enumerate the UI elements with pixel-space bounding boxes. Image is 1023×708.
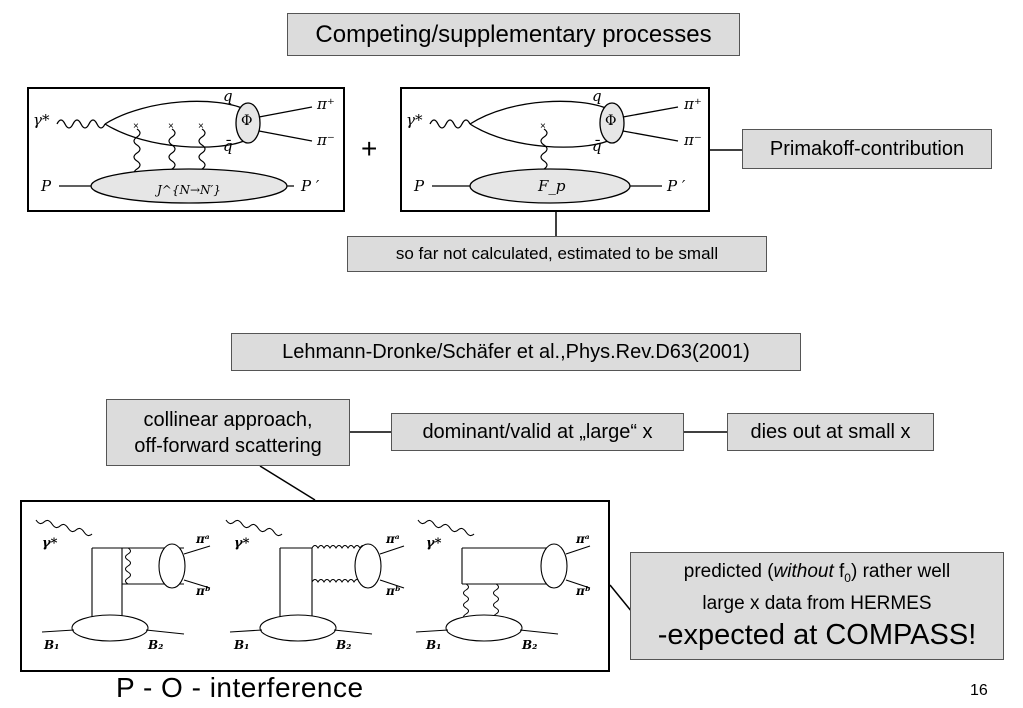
quark-label: q	[592, 87, 602, 105]
svg-text:×: ×	[168, 121, 174, 132]
blob-label: F_p	[538, 177, 566, 195]
primakoff-label-box: Primakoff-contribution	[742, 129, 992, 169]
dies-out-label: dies out at small x	[750, 420, 911, 443]
collinear-label-line1: collinear approach,	[143, 408, 313, 431]
reference-label: Lehmann-Dronke/Schäfer et al.,Phys.Rev.D…	[282, 340, 750, 363]
pi-b-label-c: πᵇ	[576, 584, 591, 598]
predicted-line2: large x data from HERMES	[702, 592, 932, 614]
pi-plus-label: π⁺	[317, 95, 335, 113]
proton-in-label: P	[414, 177, 425, 195]
footer-title: P - O - interference	[116, 672, 364, 703]
gamma-label-b: γ*	[234, 536, 250, 551]
pi-plus-label: π⁺	[684, 95, 702, 113]
b2-label-b: B₂	[336, 638, 352, 652]
proton-out-label: P ′	[667, 177, 686, 195]
page-number: 16	[970, 682, 988, 699]
subdiagram-a	[35, 519, 211, 642]
feynman-diagram-3-svg	[35, 519, 591, 642]
b2-label-c: B₂	[522, 638, 538, 652]
proton-in-label: P	[41, 177, 52, 195]
dies-out-box: dies out at small x	[727, 413, 934, 451]
subdiagram-c	[415, 519, 591, 642]
pi-a-label-b: πᵃ	[386, 532, 400, 546]
reference-box: Lehmann-Dronke/Schäfer et al.,Phys.Rev.D…	[231, 333, 801, 371]
not-calculated-label: so far not calculated, estimated to be s…	[395, 244, 719, 263]
svg-text:×: ×	[133, 121, 139, 132]
pi-b-label-a: πᵇ	[196, 584, 211, 598]
subdiagram-b	[225, 519, 405, 642]
predicted-line3: -expected at COMPASS!	[657, 618, 977, 651]
not-calculated-box: so far not calculated, estimated to be s…	[347, 236, 767, 272]
predicted-line1: predicted (without f0) rather well	[683, 561, 951, 585]
predicted-box: predicted (without f0) rather well large…	[630, 552, 1004, 660]
feynman-diagram-2-svg: ×	[429, 100, 679, 204]
pi-minus-label: π⁻	[317, 131, 335, 149]
blob-label: J^{N→N′}	[157, 183, 221, 197]
gamma-label-a: γ*	[42, 536, 58, 551]
slide-title: Competing/supplementary processes	[287, 13, 740, 56]
phi-label: Φ	[605, 113, 617, 129]
gamma-label: γ*	[33, 111, 50, 129]
antiquark-label: q̄	[223, 137, 233, 155]
gamma-label: γ*	[406, 111, 423, 129]
b1-label-c: B₁	[426, 638, 442, 652]
svg-text:×: ×	[540, 121, 546, 132]
feynman-diagram-1-svg: × × ×	[56, 100, 313, 204]
pi-a-label-c: πᵃ	[576, 532, 590, 546]
feynman-diagram-primakoff: × γ* q q̄ Φ π⁺ π⁻ P P ′ F_p	[400, 87, 710, 212]
predicted-italic: without	[773, 561, 834, 583]
feynman-diagram-gluon-exchange: × × × γ* q q̄ Φ π⁺ π⁻ P P ′ J^{N→N′}	[27, 87, 345, 212]
dominant-label: dominant/valid at „large“ x	[422, 420, 653, 443]
proton-out-label: P ′	[301, 177, 320, 195]
collinear-box: collinear approach, off-forward scatteri…	[106, 399, 350, 466]
pi-b-label-b: πᵇ	[386, 584, 401, 598]
primakoff-label: Primakoff-contribution	[769, 137, 965, 160]
gamma-label-c: γ*	[426, 536, 442, 551]
feynman-diagram-collinear: γ* πᵃ πᵇ B₁ B₂ γ* πᵃ πᵇ B₁ B₂ γ* πᵃ πᵇ B…	[20, 500, 610, 672]
b1-label-b: B₁	[234, 638, 250, 652]
collinear-label-line2: off-forward scattering	[134, 434, 322, 457]
pi-minus-label: π⁻	[684, 131, 702, 149]
plus-sign: +	[361, 133, 378, 164]
b1-label-a: B₁	[44, 638, 60, 652]
svg-text:×: ×	[198, 121, 204, 132]
pi-a-label-a: πᵃ	[196, 532, 210, 546]
quark-label: q	[223, 87, 233, 105]
phi-label: Φ	[241, 113, 253, 129]
slide-title-text: Competing/supplementary processes	[315, 20, 712, 48]
b2-label-a: B₂	[148, 638, 164, 652]
dominant-box: dominant/valid at „large“ x	[391, 413, 684, 451]
antiquark-label: q̄	[592, 137, 602, 155]
